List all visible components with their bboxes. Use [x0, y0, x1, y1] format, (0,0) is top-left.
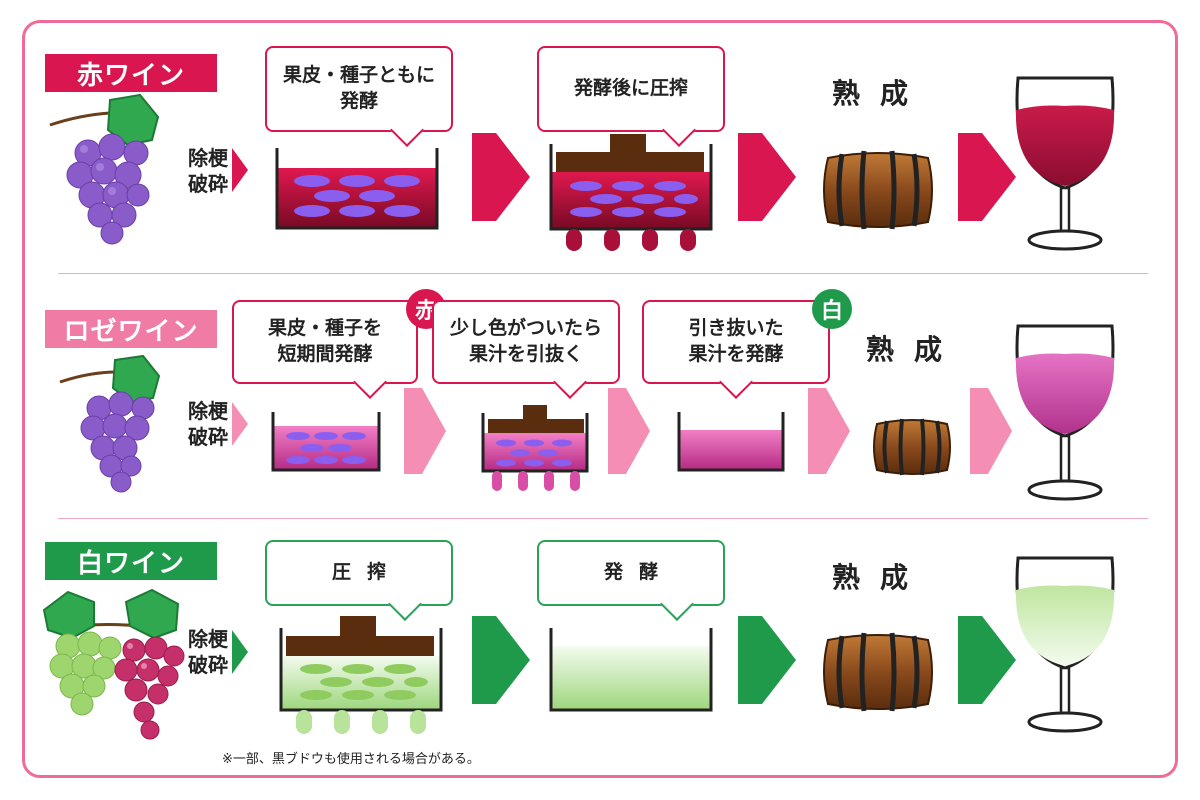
red-wine-glass-icon	[1015, 76, 1115, 251]
fermentation-vat	[549, 628, 713, 712]
destem-crush-label: 除梗破砕	[188, 146, 228, 196]
red-wine-tag: 赤ワイン	[45, 54, 217, 92]
barrel-icon	[823, 150, 933, 230]
destem-crush-label: 除梗破砕	[188, 627, 228, 677]
fermentation-vat	[271, 412, 381, 472]
footnote: ※一部、黒ブドウも使用される場合がある。	[222, 752, 480, 767]
white-wine-glass-icon	[1015, 556, 1115, 733]
aging-label: 熟成	[832, 561, 929, 594]
barrel-icon	[873, 418, 951, 476]
arrow-icon	[472, 133, 530, 221]
row-separator	[58, 273, 1148, 274]
row-separator	[58, 518, 1148, 519]
arrow-icon	[958, 133, 1016, 221]
bubble-draw-juice: 少し色がついたら果汁を引抜く	[432, 300, 620, 399]
purple-grape-icon	[49, 93, 160, 245]
destem-crush-label: 除梗破砕	[188, 399, 228, 449]
green-and-red-grape-icon	[42, 588, 185, 740]
fermentation-vat	[677, 412, 785, 472]
white-badge: 白	[812, 289, 852, 329]
rose-wine-glass-icon	[1015, 324, 1115, 501]
white-wine-tag: 白ワイン	[45, 542, 217, 580]
bubble-press-after-ferment: 発酵後に圧搾	[537, 46, 725, 147]
arrow-icon	[232, 148, 248, 192]
arrow-icon	[958, 616, 1016, 704]
purple-grape-icon	[59, 354, 161, 493]
arrow-icon	[472, 616, 530, 704]
arrow-icon	[608, 388, 650, 474]
barrel-icon	[823, 632, 933, 712]
arrow-icon	[970, 388, 1012, 474]
press-vat	[279, 616, 443, 734]
press-vat	[481, 405, 589, 491]
bubble-ferment-juice: 引き抜いた果汁を発酵	[642, 300, 830, 399]
bubble-ferment: 発酵	[537, 540, 725, 621]
arrow-icon	[738, 133, 796, 221]
arrow-icon	[404, 388, 446, 474]
rose-wine-tag: ロゼワイン	[45, 310, 217, 348]
arrow-icon	[808, 388, 850, 474]
aging-label: 熟成	[866, 333, 963, 366]
arrow-icon	[232, 402, 248, 446]
aging-label: 熟成	[832, 77, 929, 110]
press-vat	[549, 134, 713, 251]
bubble-press: 圧搾	[265, 540, 453, 621]
fermentation-vat	[275, 148, 439, 230]
arrow-icon	[738, 616, 796, 704]
bubble-ferment-skins: 果皮・種子ともに発酵	[265, 46, 453, 147]
bubble-short-ferment: 果皮・種子を短期間発酵	[232, 300, 418, 399]
arrow-icon	[232, 630, 248, 674]
